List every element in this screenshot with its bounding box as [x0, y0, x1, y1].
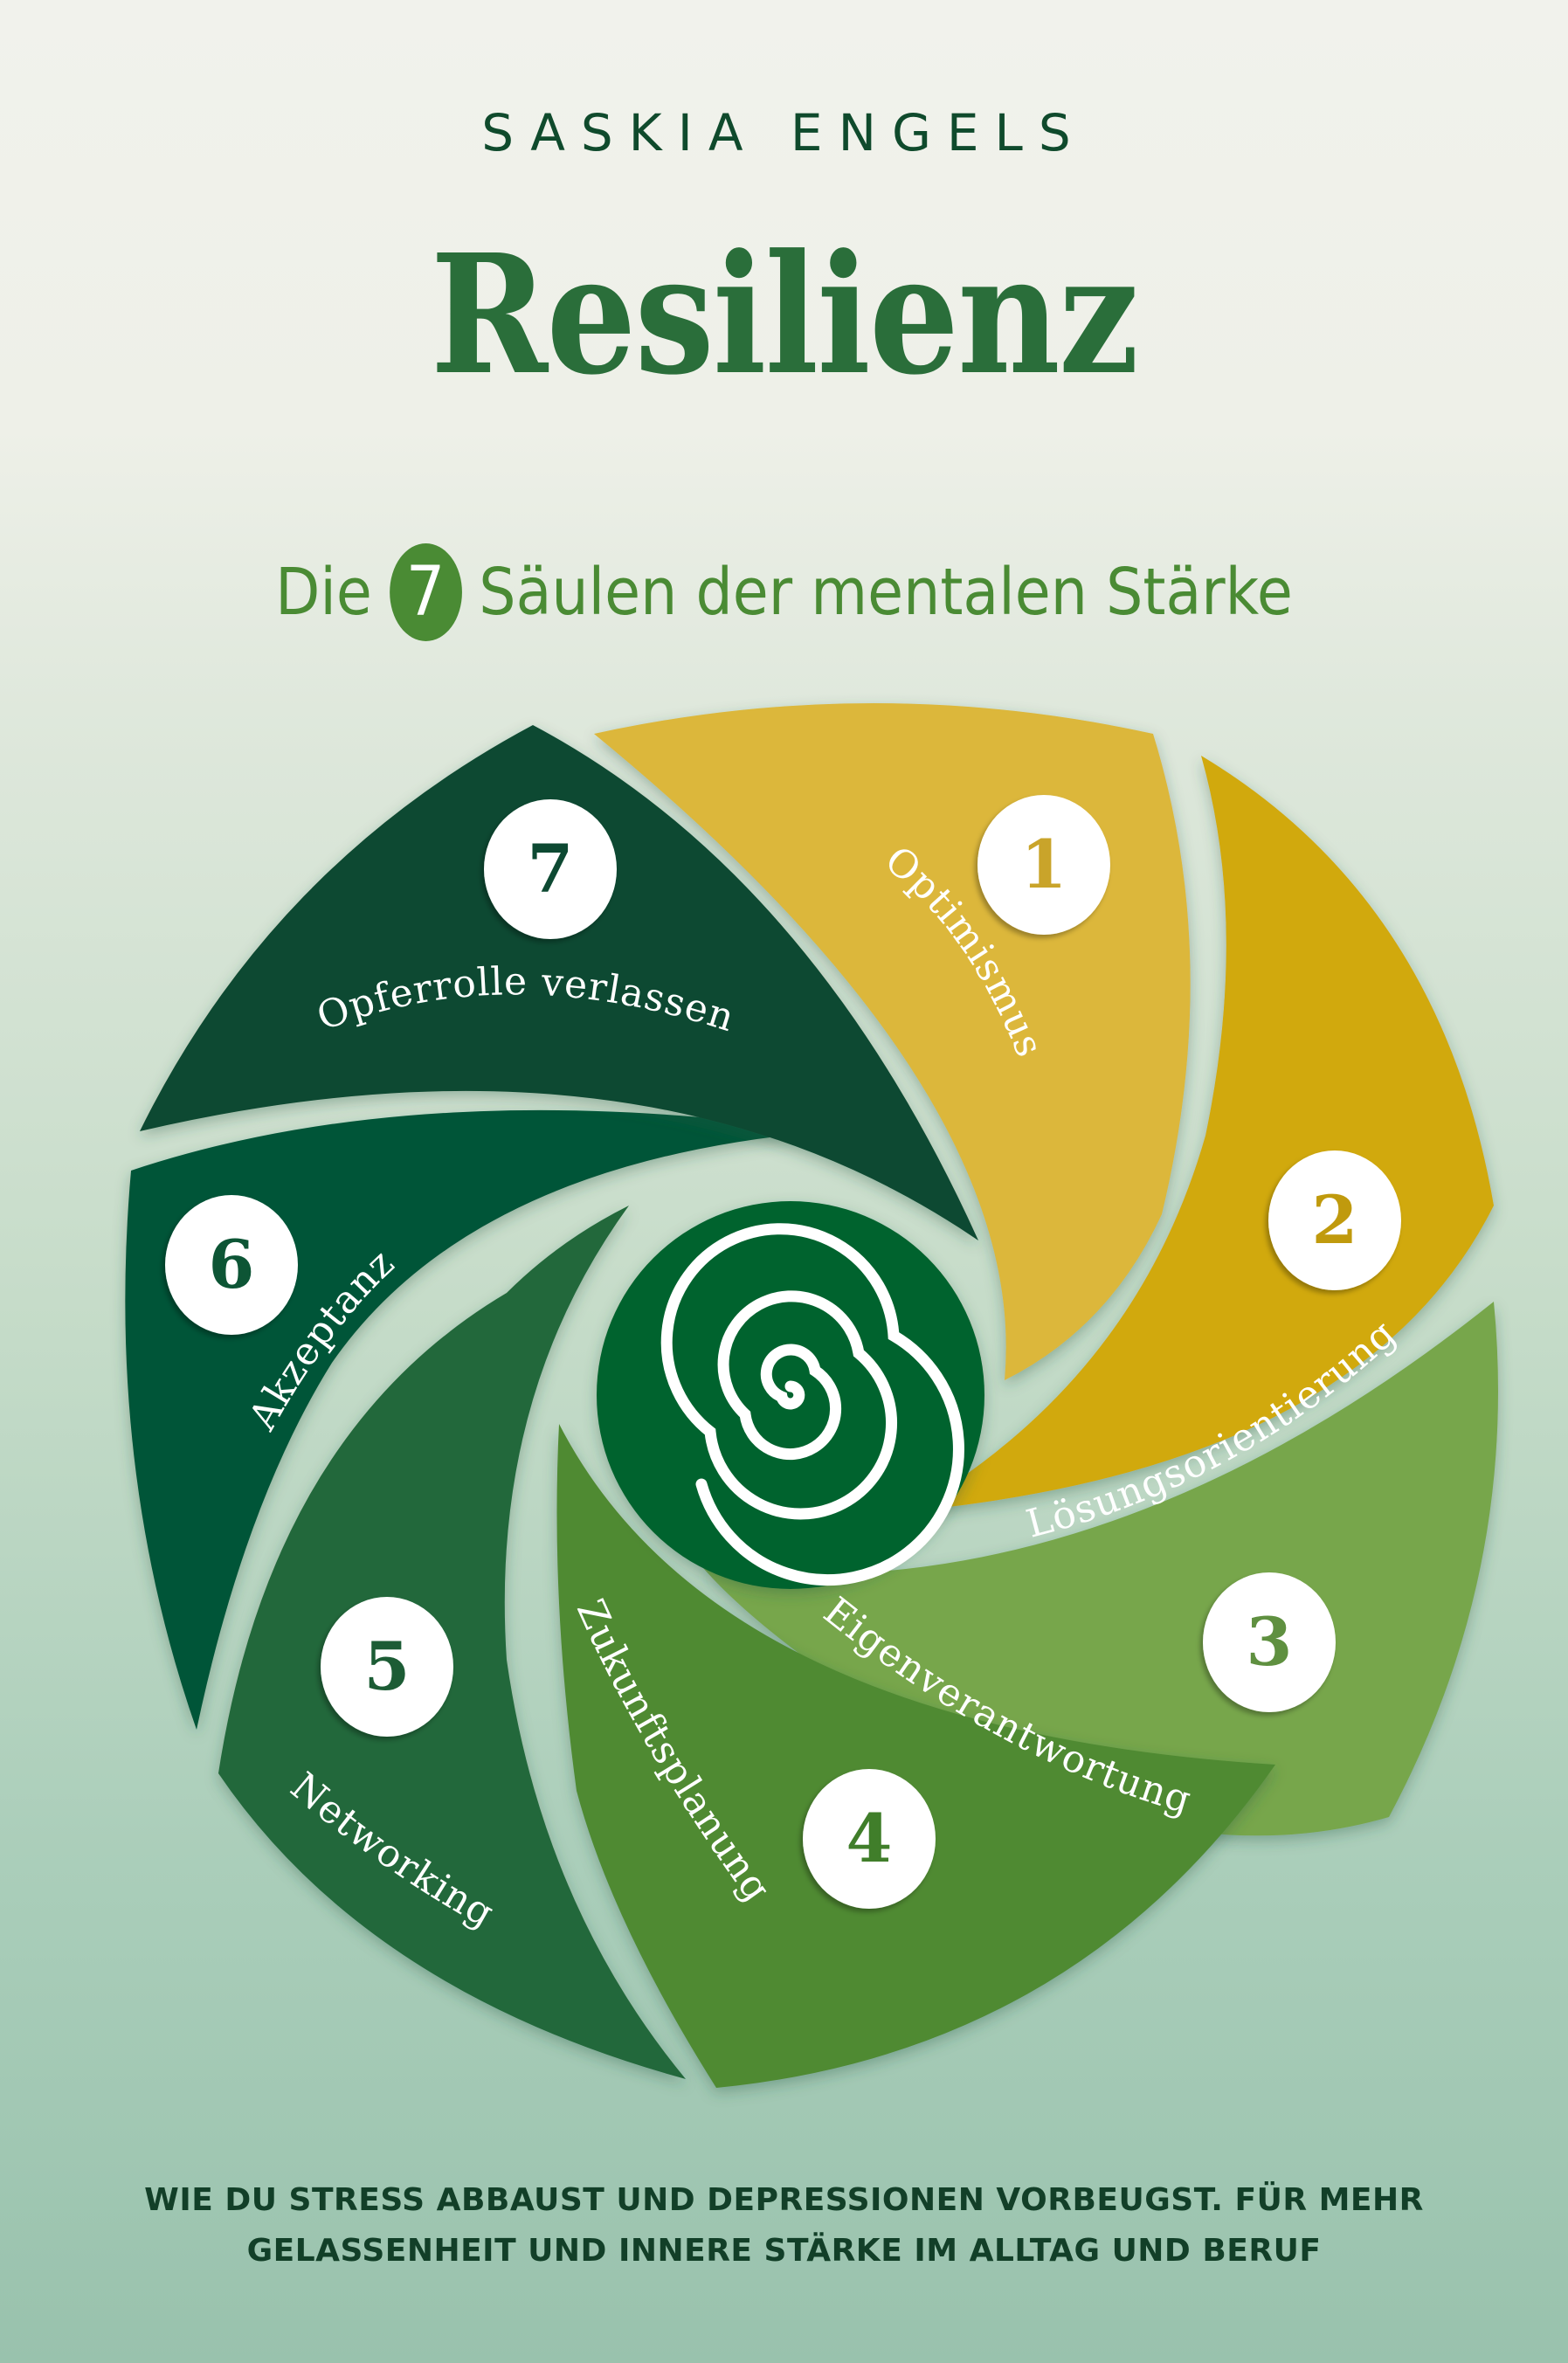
pillar-segment-7: [140, 725, 978, 1240]
pillar-number-badge-2: 2: [1268, 1150, 1401, 1290]
pillar-number-badge-6: 6: [165, 1195, 298, 1335]
svg-text:6: 6: [209, 1226, 255, 1303]
author-name: SASKIA ENGELS: [481, 103, 1087, 162]
subtitle-suffix: Säulen der mentalen Stärke: [479, 555, 1293, 630]
number-badge: 7: [389, 543, 462, 641]
svg-text:2: 2: [1312, 1181, 1358, 1259]
pillar-number-badge-7: 7: [484, 799, 617, 939]
book-subtitle: Die 7 Säulen der mentalen Stärke: [79, 543, 1490, 641]
svg-text:4: 4: [846, 1800, 893, 1877]
pillar-segment-2: [908, 756, 1494, 1511]
subtitle-prefix: Die: [275, 555, 372, 630]
pillar-segment-5: [218, 1206, 686, 2079]
tagline-line-1: WIE DU STRESS ABBAUST UND DEPRESSIONEN V…: [144, 2182, 1424, 2218]
pillar-number-badge-4: 4: [803, 1769, 936, 1909]
pillar-number-badge-3: 3: [1203, 1572, 1336, 1712]
svg-text:3: 3: [1247, 1603, 1293, 1681]
book-title: Resilienz: [430, 218, 1139, 411]
tagline: WIE DU STRESS ABBAUST UND DEPRESSIONEN V…: [0, 2175, 1568, 2277]
svg-text:5: 5: [364, 1627, 411, 1705]
pillar-number-badge-1: 1: [977, 795, 1110, 935]
pillar-wheel: 1 2 3 4 5 6 7 Opferrolle verlassen Akze: [125, 703, 1498, 2088]
spiral-icon: [597, 1201, 984, 1589]
pillar-segment-6: [125, 1109, 826, 1730]
pillar-number-badge-5: 5: [321, 1597, 453, 1737]
tagline-line-2: GELASSENHEIT UND INNERE STÄRKE IM ALLTAG…: [246, 2233, 1322, 2269]
pillar-segment-4: [556, 1424, 1275, 2088]
svg-text:1: 1: [1021, 826, 1067, 903]
svg-text:7: 7: [528, 830, 574, 908]
